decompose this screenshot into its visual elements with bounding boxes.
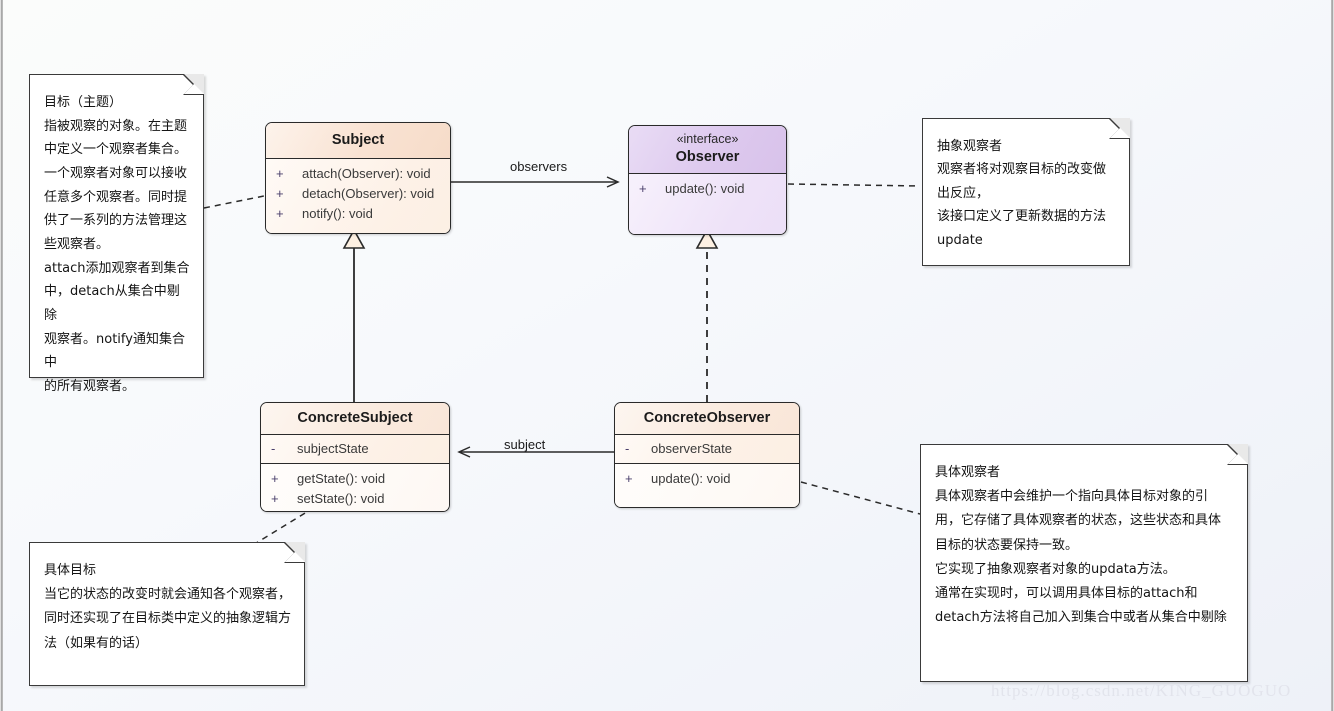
class-member: + update(): void [629,179,786,199]
visibility: + [271,490,279,506]
class-member: - subjectState [261,439,449,459]
note-concrete-observer-text: 具体观察者 具体观察者中会维护一个指向具体目标对象的引 用，它存储了具体观察者的… [935,465,1227,626]
signature: attach(Observer): void [302,166,431,182]
note-abstract-observer: 抽象观察者 观察者将对观察目标的改变做 出反应， 该接口定义了更新数据的方法 u… [922,118,1130,266]
class-concrete-subject-name: ConcreteSubject [261,403,449,435]
signature: observerState [651,441,732,457]
note-abstract-observer-text: 抽象观察者 观察者将对观察目标的改变做 出反应， 该接口定义了更新数据的方法 u… [937,139,1107,248]
watermark: https://blog.csdn.net/KING_GUOGUO [991,681,1292,700]
signature: notify(): void [302,205,373,221]
visibility: + [625,470,633,486]
note-target: 目标（主题） 指被观察的对象。在主题 中定义一个观察者集合。 一个观察者对象可以… [29,74,204,394]
visibility: - [271,441,276,457]
right-edge-strip [1331,0,1334,711]
class-concrete-observer-attributes: - observerState [615,435,799,463]
class-member: + update(): void [615,469,799,489]
divider [261,434,449,436]
note-anchor-abstract-observer [787,183,921,187]
class-concrete-observer-name: ConcreteObserver [615,403,799,435]
class-member: + detach(Observer): void [266,184,450,204]
class-subject[interactable]: Subject + attach(Observer): void + detac… [265,122,451,234]
divider [629,172,786,174]
class-member: + setState(): void [261,489,449,509]
class-observer-stereotype: «interface» [676,132,739,146]
class-concrete-observer[interactable]: ConcreteObserver - observerState + updat… [614,402,800,508]
class-concrete-subject-operations: + getState(): void + setState(): void [261,463,449,511]
class-observer[interactable]: «interface» Observer + update(): void [628,125,787,235]
note-anchor-concrete-observer [800,481,921,515]
class-subject-operations: + attach(Observer): void + detach(Observ… [266,159,450,233]
note-concrete-target-text: 具体目标 当它的状态的改变时就会通知各个观察者， 同时还实现了在目标类中定义的抽… [44,563,292,651]
class-member: + attach(Observer): void [266,164,450,184]
divider [261,462,449,464]
class-member: + getState(): void [261,469,449,489]
divider [266,158,450,160]
class-observer-label: Observer [675,148,740,165]
signature: update(): void [665,180,745,196]
note-fold-corner-icon [1228,444,1248,464]
class-concrete-observer-operations: + update(): void [615,463,799,507]
signature: detach(Observer): void [302,185,435,201]
class-member: + notify(): void [266,204,450,224]
divider [615,434,799,436]
class-concrete-subject[interactable]: ConcreteSubject - subjectState + getStat… [260,402,450,512]
note-fold-corner-icon [1110,118,1130,138]
note-anchor-concrete-target [252,509,311,546]
note-target-text: 目标（主题） 指被观察的对象。在主题 中定义一个观察者集合。 一个观察者对象可以… [44,95,190,394]
note-concrete-observer: 具体观察者 具体观察者中会维护一个指向具体目标对象的引 用，它存储了具体观察者的… [920,444,1248,682]
signature: update(): void [651,470,731,486]
class-concrete-subject-attributes: - subjectState [261,435,449,463]
divider [615,462,799,464]
note-fold-corner-icon [285,542,305,562]
note-fold-corner-icon [184,74,204,94]
note-anchor-target [203,195,265,209]
class-member: - observerState [615,439,799,459]
visibility: - [625,441,630,457]
signature: getState(): void [297,470,386,486]
association-label-subject: subject [504,437,546,452]
note-concrete-target: 具体目标 当它的状态的改变时就会通知各个观察者， 同时还实现了在目标类中定义的抽… [29,542,305,686]
association-label-observers: observers [510,159,568,174]
visibility: + [276,166,284,182]
visibility: + [271,470,279,486]
class-observer-operations: + update(): void [629,173,786,234]
left-edge-strip [0,0,3,711]
class-observer-name: «interface» Observer [629,126,786,173]
signature: setState(): void [297,490,385,506]
visibility: + [276,185,284,201]
signature: subjectState [297,441,369,457]
visibility: + [639,180,647,196]
class-subject-name: Subject [266,123,450,159]
visibility: + [276,205,284,221]
